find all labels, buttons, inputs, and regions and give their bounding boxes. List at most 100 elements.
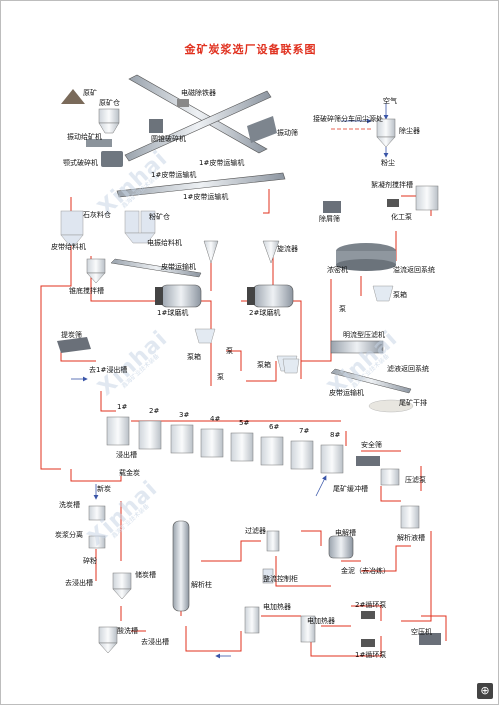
- label-circ-pump1: 1#循环泵: [355, 651, 387, 659]
- label-ball-mill-1: 1#球磨机: [157, 309, 189, 317]
- pump-box-a-shape: [194, 328, 216, 344]
- raw-ore-bin-shape: [98, 108, 120, 134]
- label-pump-c: 泵: [339, 305, 346, 313]
- label-vib-feeder: 振动给矿机: [67, 133, 102, 141]
- slurry-sep-shape: [88, 535, 106, 549]
- label-filtrate-return: 滤液返回系统: [387, 365, 429, 373]
- tailings-pile-shape: [368, 399, 414, 413]
- label-desorb-tank: 解析液槽: [397, 534, 425, 542]
- label-filter-press: 明流型压滤机: [343, 331, 385, 339]
- label-dust: 粉尘: [381, 159, 395, 167]
- label-tank-5: 5#: [239, 419, 250, 427]
- leach-tanks-shape: [106, 416, 344, 474]
- diagram-title: 金矿炭浆选厂设备联系图: [184, 43, 317, 56]
- label-em-iron-remover: 电磁除铁器: [181, 89, 216, 97]
- label-rectifier: 整流控制柜: [263, 575, 298, 583]
- label-to-leach-b: 去浸出槽: [141, 638, 169, 646]
- cone-tank-shape: [86, 258, 106, 284]
- label-pump-box-b: 泵箱: [257, 361, 271, 369]
- label-belt1-b: 1#皮带运输机: [151, 171, 197, 179]
- label-tank-2: 2#: [149, 407, 160, 415]
- label-tank-3: 3#: [179, 411, 190, 419]
- label-filter: 过滤器: [245, 527, 266, 535]
- label-electrolysis: 电解槽: [335, 529, 356, 537]
- label-cone-tank: 锥底搅拌槽: [69, 287, 104, 295]
- label-dust-note: 接破碎筛分车间尘源处: [313, 115, 383, 123]
- label-em-vib-feeder: 电振给料机: [147, 239, 182, 247]
- filter-shape: [266, 530, 280, 552]
- cyclone-1-shape: [203, 240, 219, 264]
- lime-bin-shape: [60, 210, 84, 246]
- ball-mill-1-shape: [155, 284, 202, 308]
- label-trash-screen: 除屑筛: [319, 215, 340, 223]
- pump-box-d-shape: [372, 285, 394, 302]
- ball-mill-2-shape: [247, 284, 294, 308]
- label-carbon-screen: 提炭筛: [61, 331, 82, 339]
- label-to-leach-a: 去浸出槽: [65, 579, 93, 587]
- belt-conveyor-2-shape: [330, 368, 412, 394]
- dust-collector-shape: [376, 118, 396, 148]
- label-raw-ore-bin: 原矿仓: [99, 99, 120, 107]
- label-heater2: 电加热器: [307, 617, 335, 625]
- cyclone-2-shape: [262, 240, 280, 264]
- label-pump-box-c: 泵箱: [393, 291, 407, 299]
- heater2-shape: [300, 615, 316, 643]
- chem-pump-shape: [387, 199, 399, 207]
- label-belt-conveyor: 皮带运输机: [161, 263, 196, 271]
- label-storage-tank: 储炭槽: [135, 571, 156, 579]
- vib-feeder-shape: [86, 139, 112, 147]
- label-broken-carbon: 碎粉: [83, 557, 97, 565]
- label-dust-collector: 除尘器: [399, 127, 420, 135]
- label-tank-6: 6#: [269, 423, 280, 431]
- label-pump-box-a: 泵箱: [187, 353, 201, 361]
- jaw-crusher-shape: [101, 151, 123, 167]
- label-tank-8: 8#: [330, 431, 341, 439]
- label-slurry-sep: 炭浆分离: [55, 531, 83, 539]
- label-lime-bin: 石灰料仓: [83, 211, 111, 219]
- cone-crusher-shape: [149, 119, 163, 133]
- desorption-column-shape: [172, 520, 190, 612]
- label-cyclone: 旋流器: [277, 245, 298, 253]
- belt-conveyors-crushing: [116, 74, 286, 198]
- magnify-plus-icon[interactable]: ⊕: [477, 683, 493, 699]
- desorb-tank-shape: [400, 505, 420, 529]
- label-pump-b: 泵: [217, 373, 224, 381]
- safety-screen-shape: [356, 456, 380, 466]
- label-tail-buffer: 尾矿缓冲槽: [333, 485, 368, 493]
- label-flocculant-tank: 絮凝剂搅拌槽: [371, 181, 413, 189]
- label-cone-crusher: 圆锥破碎机: [151, 135, 186, 143]
- label-belt1-a: 1#皮带运输机: [199, 159, 245, 167]
- label-tank-4: 4#: [210, 415, 221, 423]
- label-pump-a: 泵: [226, 347, 233, 355]
- label-acid-tank: 酸洗槽: [117, 627, 138, 635]
- compressor-shape: [419, 633, 441, 645]
- label-chem-pump: 化工泵: [391, 213, 412, 221]
- label-safety-screen: 安全筛: [361, 441, 382, 449]
- label-new-carbon: 新炭: [97, 485, 111, 493]
- raw-ore-pile: [61, 89, 85, 104]
- label-overflow-return: 溢流返回系统: [393, 266, 435, 274]
- filter-press-shape: [330, 340, 384, 354]
- label-tailings-dry: 尾矿干排: [399, 399, 427, 407]
- circ-pump1-shape: [361, 639, 375, 647]
- label-belt-conveyor-2: 皮带运输机: [329, 389, 364, 397]
- label-powder-bin: 粉矿仓: [149, 213, 170, 221]
- label-air-compressor: 空压机: [411, 628, 432, 636]
- label-to-leach1: 去1#浸出槽: [89, 366, 128, 374]
- label-wash-tank: 洗炭槽: [59, 501, 80, 509]
- flow-arrows: [71, 103, 389, 659]
- label-belt1-c: 1#皮带运输机: [183, 193, 229, 201]
- label-belt-feeder: 皮带给料机: [51, 243, 86, 251]
- label-ball-mill-2: 2#球磨机: [249, 309, 281, 317]
- label-jaw-crusher: 颚式破碎机: [63, 159, 98, 167]
- heater1-shape: [244, 606, 260, 634]
- circ-pump2-shape: [361, 611, 375, 619]
- electrolysis-shape: [328, 535, 354, 559]
- vib-screen-shape: [247, 116, 277, 143]
- label-raw-ore: 原矿: [83, 89, 97, 97]
- label-gold-mud: 金泥（去冶炼）: [341, 567, 390, 575]
- belt-conveyor-mid-shape: [110, 258, 202, 278]
- acid-tank-shape: [98, 626, 118, 654]
